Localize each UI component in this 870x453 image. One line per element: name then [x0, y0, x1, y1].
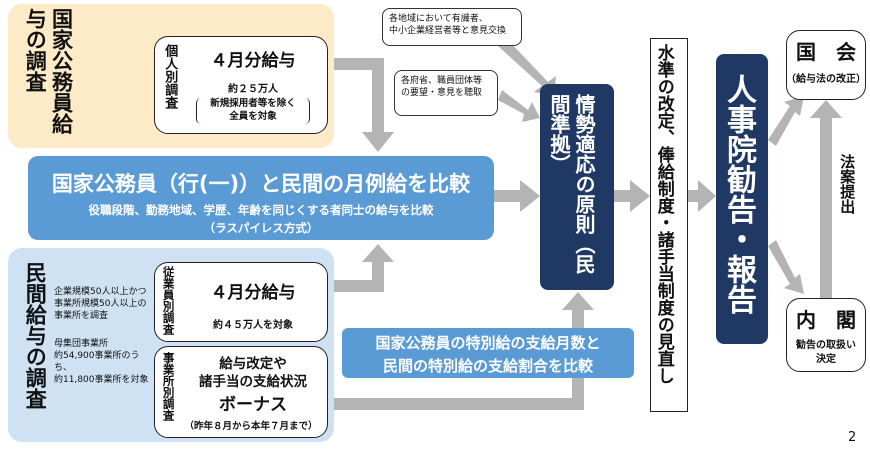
- public-box-note: 新規採用者等を除く 全員を対象: [196, 98, 310, 124]
- public-note-line2: 全員を対象: [229, 110, 277, 122]
- establishment-box-label: 事業所別調査: [161, 352, 176, 421]
- estab-bonus: ボーナス: [219, 395, 287, 415]
- arrow-bar-to-principle: [494, 180, 540, 212]
- population-line3: 約11,800事業所を対象: [54, 375, 149, 386]
- principle-text: 情勢適応の原則（民間準拠）: [547, 94, 596, 274]
- comparison-method: （ラスパイレス方式）: [203, 221, 319, 235]
- arrow-private-to-bar: [326, 244, 394, 292]
- cabinet-sub-line2: 決定: [816, 354, 836, 365]
- op2-line2: の要望・意見を聴取: [401, 88, 483, 99]
- public-note-line1: 新規採用者等を除く: [210, 98, 296, 109]
- arrow-principle-to-revision: [614, 180, 650, 212]
- ministry-opinion-box: 各府省、職員団体等 の要望・意見を聴取: [394, 70, 498, 116]
- nra-recommendation-box: [716, 54, 768, 344]
- cabinet-title: 内 閣: [796, 308, 856, 332]
- estab-period: （昨年８月から本年７月まで）: [184, 421, 318, 432]
- employee-box-title: ４月分給与: [210, 283, 296, 303]
- public-survey-title: 国家公務員給与の調査: [23, 8, 74, 134]
- population-line2: 約54,900事業所のうち、: [54, 351, 140, 374]
- public-box-label: 個人別調査: [162, 44, 178, 109]
- public-box-title: ４月分給与: [210, 51, 296, 71]
- bonus-comparison-line2: 民間の特別給の支給割合を比較: [382, 357, 593, 375]
- cabinet-box: [786, 298, 866, 372]
- estab-line1: 給与改定や: [219, 356, 287, 372]
- scope-line2: 事業所規模50人以上の: [54, 299, 147, 310]
- bill-submission-label: 法案提出: [838, 154, 857, 214]
- regional-opinion-box: 各地域において有識者、 中小企業経営者等と意見交換: [382, 8, 522, 46]
- nra-recommendation-text: 人事院勧告・報告: [721, 74, 756, 314]
- private-survey-scope-note: 企業規模50人以上かつ 事業所規模50人以上の 事業所を調査: [54, 286, 154, 322]
- private-survey-population-note: 母集団事業所 約54,900事業所のうち、 約11,800事業所を対象: [54, 338, 154, 387]
- employee-box-count: 約４５万人を対象: [213, 320, 293, 331]
- employee-box-label: 従業員別調査: [161, 266, 176, 335]
- op2-line1: 各府省、職員団体等: [401, 76, 483, 86]
- diet-subtitle: （給与法の改正）: [786, 74, 866, 85]
- diet-title: 国 会: [796, 40, 856, 64]
- op1-line2: 中小企業経営者等と意見交換: [389, 26, 507, 37]
- estab-line2: 諸手当の支給状況: [199, 374, 307, 390]
- bonus-comparison-line1: 国家公務員の特別給の支給月数と: [375, 334, 601, 352]
- arrow-revision-to-nra: [688, 180, 716, 212]
- arrow-nra-to-diet: [768, 96, 804, 146]
- comparison-title: 国家公務員（行(一)）と民間の月例給を比較: [51, 172, 471, 196]
- comparison-subtitle: 役職段階、勤務地域、学歴、年齢を同じくする者同士の給与を比較: [88, 203, 434, 217]
- diet-box: [786, 30, 866, 100]
- revision-box: [650, 38, 688, 412]
- page-number: 2: [848, 430, 857, 445]
- public-salary-box: [154, 36, 328, 134]
- arrow-estab-to-principle: [326, 292, 594, 410]
- principle-box: [540, 84, 614, 290]
- arrow-op1-to-principle: [498, 40, 556, 96]
- scope-line1: 企業規模50人以上かつ: [54, 287, 147, 297]
- arrow-op2-to-principle: [498, 90, 540, 122]
- monthly-salary-comparison-bar: [28, 156, 494, 240]
- population-line1: 母集団事業所: [54, 339, 109, 349]
- public-box-count: 約２５万人: [228, 84, 278, 95]
- arrow-nra-to-cabinet: [768, 240, 804, 294]
- arrow-public-to-bar: [326, 58, 394, 152]
- employee-salary-box: [154, 262, 328, 342]
- revision-text: 水準の改定、俸給制度・諸手当制度の見直し: [653, 44, 674, 384]
- arrow-cabinet-to-diet: [810, 100, 842, 298]
- op1-line1: 各地域において有識者、: [389, 14, 488, 24]
- establishment-box: [154, 346, 328, 438]
- private-survey-title: 民間給与の調査: [23, 262, 48, 409]
- scope-line3: 事業所を調査: [54, 311, 109, 322]
- cabinet-sub-line1: 勧告の取扱い: [796, 340, 856, 351]
- bonus-comparison-bar: [342, 328, 634, 378]
